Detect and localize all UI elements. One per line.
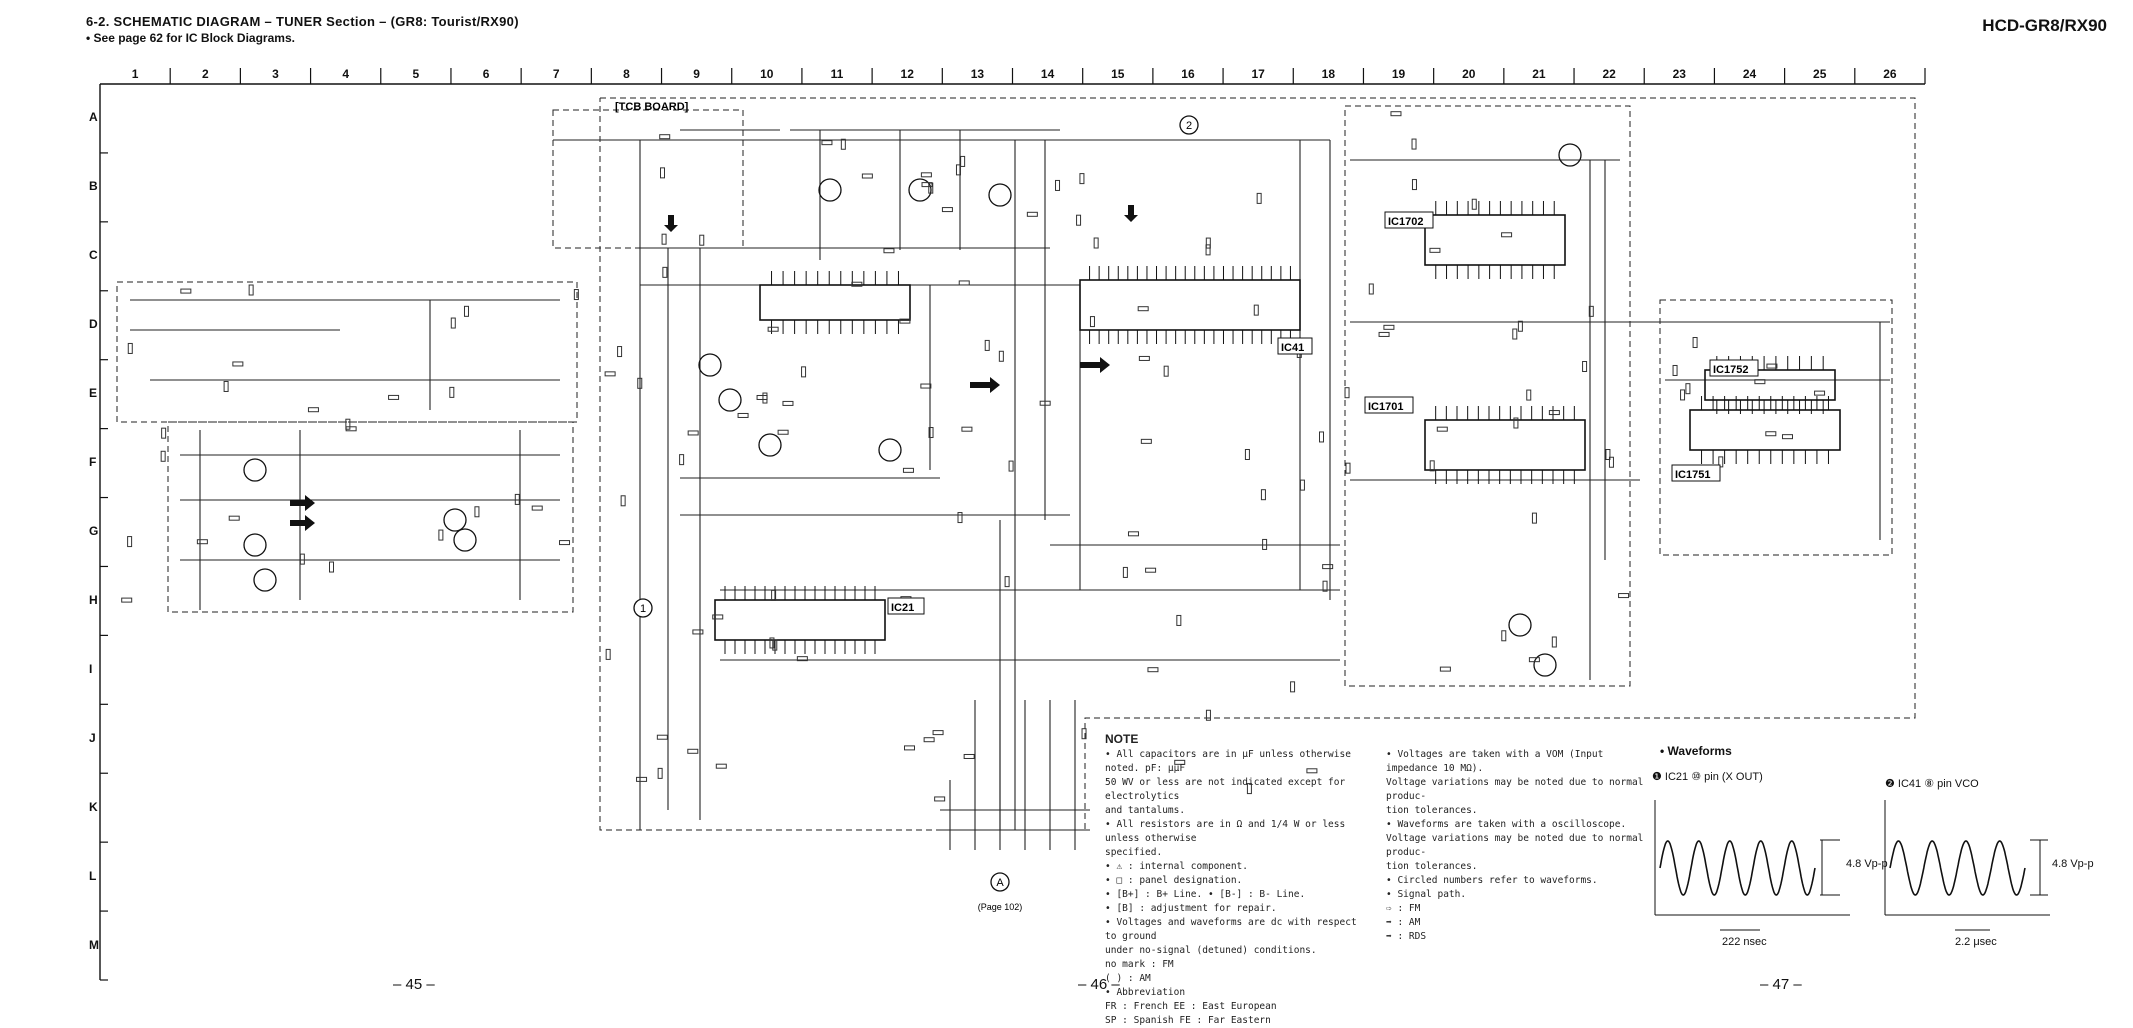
grid-column-label: 19 (1391, 67, 1406, 81)
note-line: specified. (1105, 847, 1163, 858)
note-line: • Waveforms are taken with a oscilloscop… (1386, 819, 1627, 830)
note-line: • Circled numbers refer to waveforms. (1386, 875, 1598, 886)
waveform-2-amplitude: 4.8 Vp-p (2052, 858, 2094, 870)
grid-column-label: 4 (342, 67, 350, 81)
grid-column-label: 5 (412, 67, 420, 81)
grid-column-label: 26 (1883, 67, 1897, 81)
note-line: • ⚠ : internal component. (1105, 861, 1248, 872)
grid-row-label: H (89, 592, 98, 607)
grid-row-label: G (89, 524, 99, 538)
grid-row-label: C (89, 248, 98, 263)
note-line: SP : Spanish FE : Far Eastern (1105, 1015, 1271, 1026)
waveform-2-label: ❷ IC41 ⑧ pin VCO (1885, 778, 1979, 790)
notes-section: NOTE • All capacitors are in μF unless o… (1105, 732, 1645, 1028)
note-line: • Signal path. (1386, 889, 1467, 900)
grid-column-label: 2 (201, 67, 209, 81)
ic41-label: IC41 (1281, 342, 1304, 354)
note-line: Voltage variations may be noted due to n… (1386, 777, 1644, 802)
grid-column-label: 24 (1742, 67, 1757, 81)
note-line: tion tolerances. (1386, 805, 1478, 816)
grid-column-label: 8 (623, 67, 630, 81)
note-line: • Voltages and waveforms are dc with res… (1105, 917, 1357, 942)
grid-column-label: 15 (1111, 67, 1125, 81)
grid-row-label: D (89, 317, 98, 332)
grid-row-label: B (89, 179, 98, 194)
grid-column-label: 14 (1040, 67, 1055, 81)
grid-column-label: 9 (693, 67, 700, 81)
grid-column-label: 20 (1462, 67, 1476, 81)
grid-row-label: F (89, 455, 97, 470)
grid-row-label: I (89, 661, 93, 676)
note-line: under no-signal (detuned) conditions. (1105, 945, 1317, 956)
notes-column-2: • Voltages are taken with a VOM (Input i… (1386, 748, 1645, 1028)
grid-row-label: L (89, 868, 97, 883)
note-line: 50 WV or less are not indicated except f… (1105, 777, 1346, 802)
note-line: • All capacitors are in μF unless otherw… (1105, 749, 1351, 774)
grid-column-label: 16 (1181, 67, 1195, 81)
note-line: tion tolerances. (1386, 861, 1478, 872)
note-line: • Voltages are taken with a VOM (Input i… (1386, 749, 1604, 774)
grid-row-label: E (89, 386, 98, 401)
notes-heading: NOTE (1105, 732, 1139, 746)
note-line: FR : French EE : East European (1105, 1001, 1277, 1012)
model-number: HCD-GR8/RX90 (1982, 16, 2107, 35)
ic1751-label: IC1751 (1675, 469, 1710, 481)
grid-column-label: 25 (1813, 67, 1827, 81)
grid-row-label: J (89, 730, 96, 745)
tcb-board-outline (116, 97, 1916, 831)
waveform-1-label: ❶ IC21 ⑩ pin (X OUT) (1652, 771, 1763, 783)
grid-column-label: 7 (552, 67, 560, 81)
ic1702-label: IC1702 (1388, 216, 1423, 228)
grid-column-label: 13 (970, 67, 985, 81)
ref-marker-1: 1 (640, 603, 646, 615)
grid-column-label: 12 (900, 67, 914, 81)
page-number-45: – 45 – (393, 976, 435, 993)
page-number-47: – 47 – (1760, 976, 1802, 993)
note-line: • [B+] : B+ Line. • [B-] : B- Line. (1105, 889, 1306, 900)
note-line: • [B] : adjustment for repair. (1105, 903, 1277, 914)
waveform-1-trace (1654, 800, 1850, 931)
waveform-2-trace (1884, 800, 2050, 931)
waveform-1-period: 222 nsec (1722, 936, 1767, 948)
ic1752-label: IC1752 (1713, 364, 1748, 376)
grid-row-label: A (89, 110, 98, 125)
ref-marker-a: A (996, 877, 1004, 889)
grid-column-label: 23 (1672, 67, 1686, 81)
note-line: • All resistors are in Ω and 1/4 W or le… (1105, 819, 1346, 844)
grid-column-label: 17 (1251, 67, 1265, 81)
grid-column-label: 18 (1321, 67, 1336, 81)
ref-marker-a-page: (Page 102) (978, 902, 1023, 912)
waveform-2-period: 2.2 μsec (1955, 936, 1997, 948)
grid-column-label: 6 (482, 67, 490, 81)
note-line: no mark : FM (1105, 959, 1174, 970)
note-line: Voltage variations may be noted due to n… (1386, 833, 1644, 858)
ref-marker-2: 2 (1186, 120, 1192, 132)
grid-column-label: 10 (760, 67, 774, 81)
ic1701-label: IC1701 (1368, 401, 1403, 413)
grid-row-label: K (89, 799, 98, 814)
notes-column-1: • All capacitors are in μF unless otherw… (1105, 748, 1364, 1028)
page-number-46: – 46 – (1078, 976, 1120, 993)
grid-row-label: M (89, 937, 99, 952)
grid-column-label: 1 (131, 67, 139, 81)
note-line: • Abbreviation (1105, 987, 1186, 998)
waveform-1-amplitude: 4.8 Vp-p (1846, 858, 1888, 870)
note-line: ( ) : AM (1105, 973, 1151, 984)
tcb-board-label: [TCB BOARD] (615, 101, 689, 113)
grid-column-label: 3 (272, 67, 279, 81)
note-line: ➡ : AM (1386, 917, 1421, 928)
ic21-label: IC21 (891, 602, 914, 614)
note-line: ⇨ : FM (1386, 903, 1421, 914)
note-line: and tantalums. (1105, 805, 1186, 816)
diagram-title: 6-2. SCHEMATIC DIAGRAM – TUNER Section –… (86, 14, 519, 29)
grid-column-label: 22 (1602, 67, 1616, 81)
grid-column-label: 21 (1532, 67, 1546, 81)
waveforms-heading: • Waveforms (1660, 744, 1732, 758)
grid-column-label: 11 (830, 67, 844, 81)
ic-block-note: • See page 62 for IC Block Diagrams. (86, 31, 295, 45)
note-line: ➡ : RDS (1386, 931, 1427, 942)
note-line: • □ : panel designation. (1105, 875, 1243, 886)
